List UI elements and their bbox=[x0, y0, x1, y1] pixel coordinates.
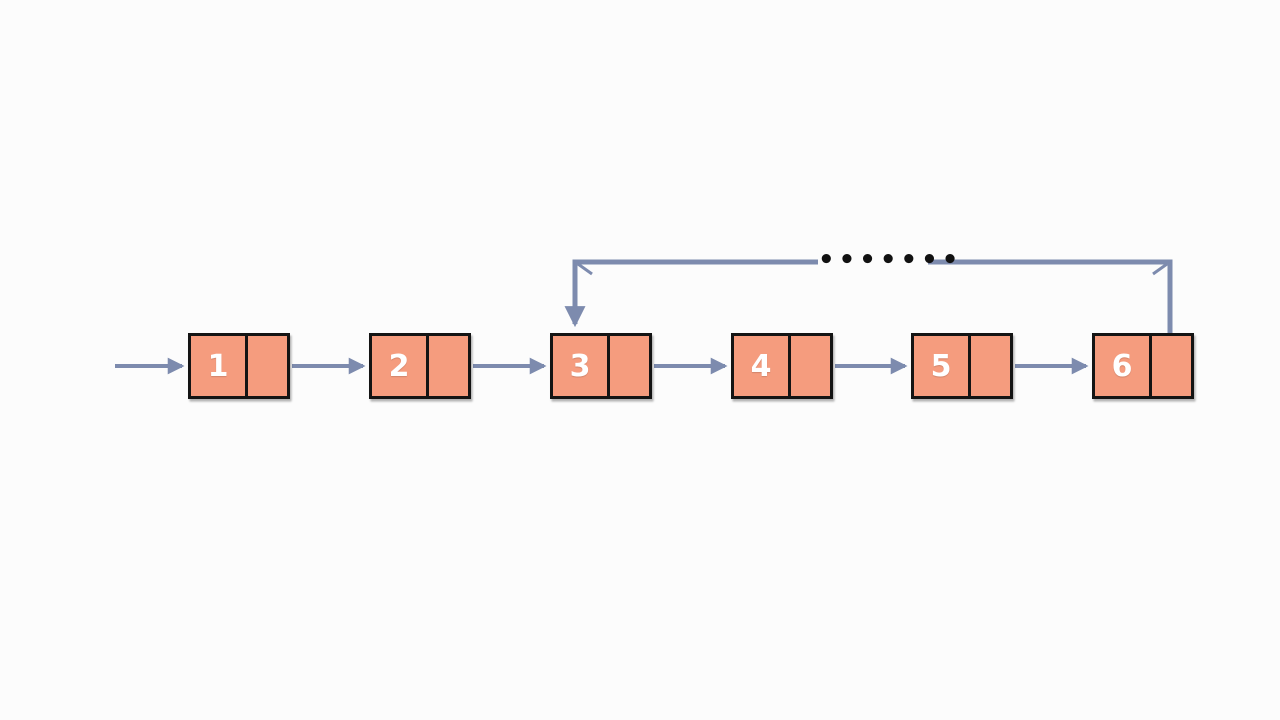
node-pointer-field bbox=[971, 336, 1010, 396]
list-node-1: 1 bbox=[188, 333, 290, 399]
loop-corner-tick-left bbox=[577, 262, 593, 276]
list-node-5: 5 bbox=[911, 333, 1013, 399]
node-value: 5 bbox=[914, 336, 971, 396]
list-node-4: 4 bbox=[731, 333, 833, 399]
node-pointer-field bbox=[429, 336, 468, 396]
list-node-2: 2 bbox=[369, 333, 471, 399]
node-value: 3 bbox=[553, 336, 610, 396]
list-node-6: 6 bbox=[1092, 333, 1194, 399]
node-value: 4 bbox=[734, 336, 791, 396]
node-value: 1 bbox=[191, 336, 248, 396]
cycle-arrow-left-segment bbox=[564, 259, 824, 328]
node-pointer-field bbox=[1152, 336, 1191, 396]
node-pointer-field bbox=[610, 336, 649, 396]
ellipsis-dots: ••••••• bbox=[818, 245, 963, 275]
list-node-3: 3 bbox=[550, 333, 652, 399]
node-pointer-field bbox=[248, 336, 287, 396]
node-pointer-field bbox=[791, 336, 830, 396]
loop-corner-tick-right bbox=[1152, 262, 1168, 276]
node-value: 6 bbox=[1095, 336, 1152, 396]
node-value: 2 bbox=[372, 336, 429, 396]
